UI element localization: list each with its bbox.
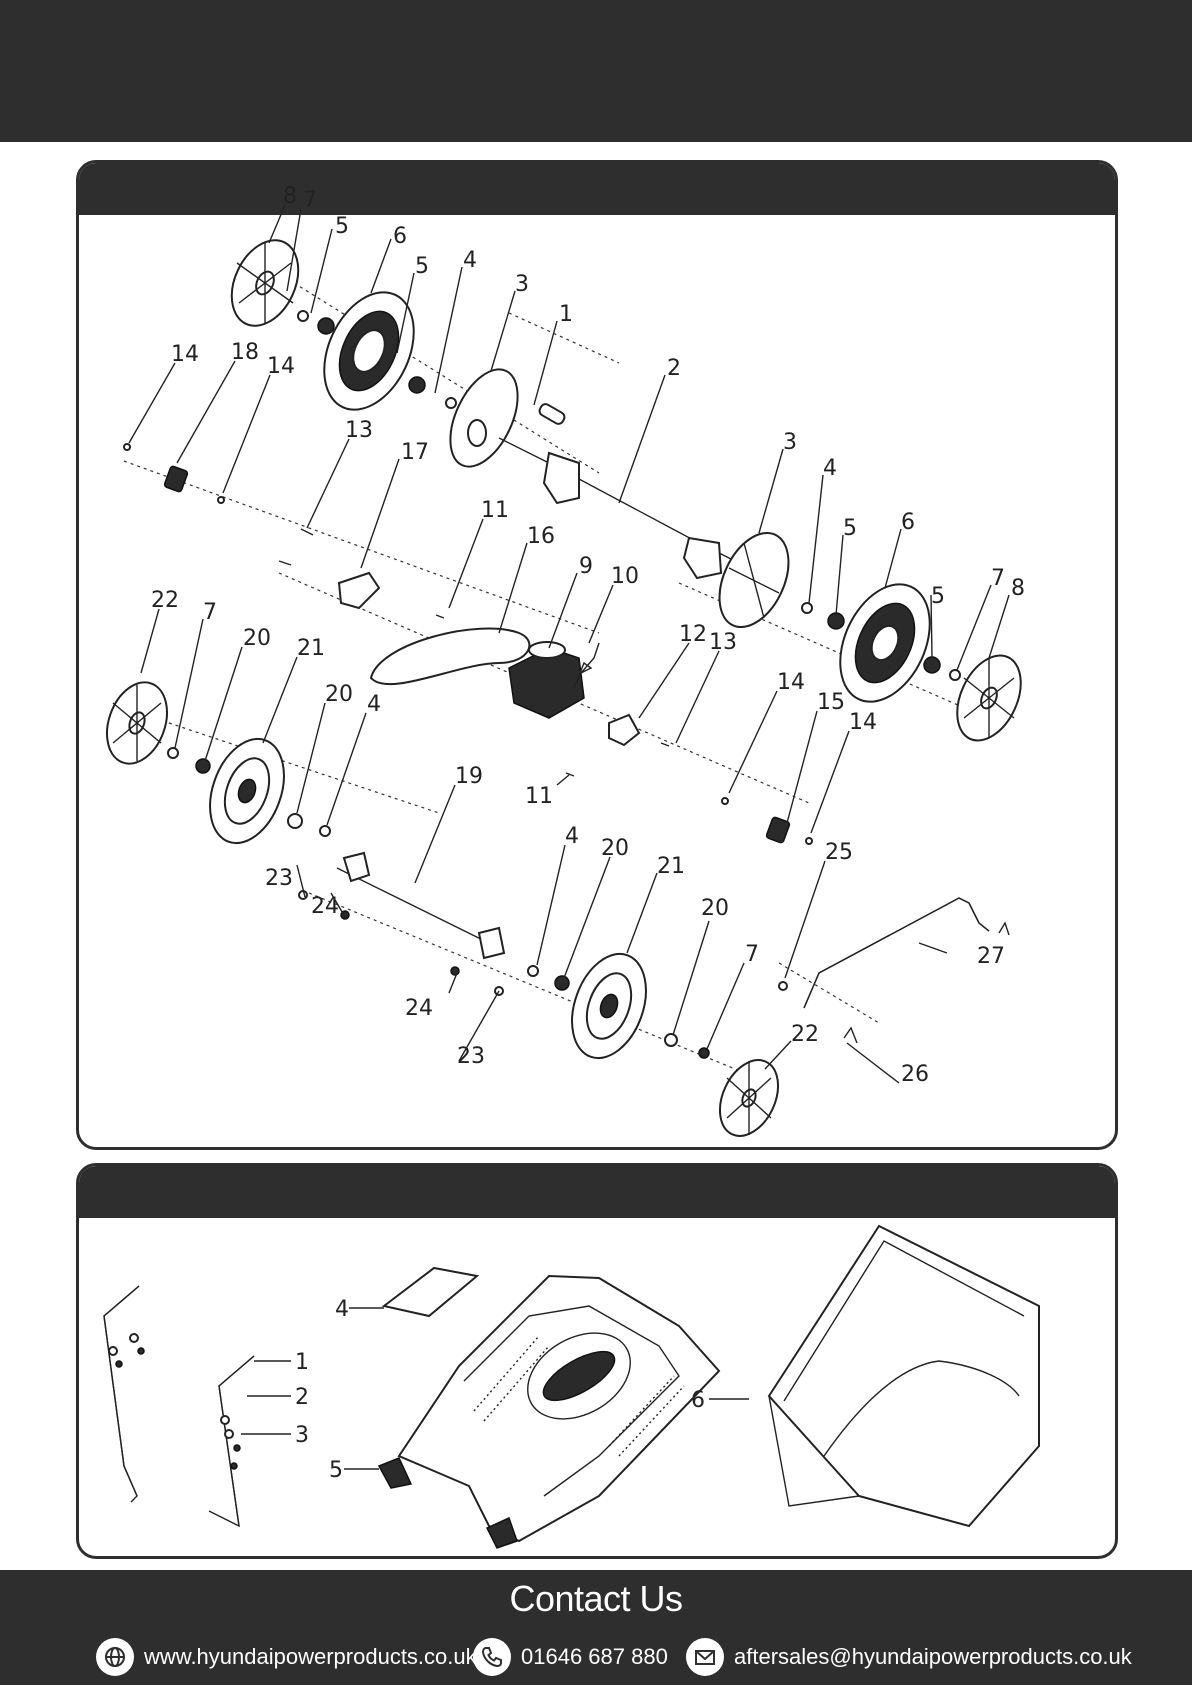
label-5a: 5: [335, 214, 349, 239]
label-b2: 2: [295, 1385, 309, 1410]
label-24b: 24: [405, 996, 433, 1021]
label-20a: 20: [243, 626, 271, 651]
wheel-21-left: [197, 729, 298, 854]
label-7b: 7: [991, 566, 1005, 591]
label-20c: 20: [601, 836, 629, 861]
label-1: 1: [559, 302, 573, 327]
bracket-12: [609, 715, 639, 745]
label-7d: 7: [745, 942, 759, 967]
contact-footer: Contact Us www.hyundaipowerproducts.co.u…: [0, 1570, 1192, 1685]
wheel-21-right: [559, 944, 660, 1069]
label-4d: 4: [565, 824, 579, 849]
phone-icon: [473, 1638, 511, 1676]
label-2: 2: [667, 356, 681, 381]
flap-4: [384, 1268, 477, 1316]
label-20d: 20: [701, 896, 729, 921]
label-22b: 22: [791, 1022, 819, 1047]
header-band: [0, 0, 1192, 142]
mower-deck: [379, 1276, 719, 1548]
label-16: 16: [527, 524, 555, 549]
label-11a: 11: [481, 498, 509, 523]
phone-number[interactable]: 01646 687 880: [521, 1644, 668, 1670]
phone-contact[interactable]: 01646 687 880: [473, 1638, 668, 1676]
label-23a: 23: [265, 866, 293, 891]
label-21b: 21: [657, 854, 685, 879]
label-b3: 3: [295, 1423, 309, 1448]
label-3b: 3: [783, 430, 797, 455]
label-26: 26: [901, 1062, 929, 1087]
pinion-15: [766, 817, 790, 844]
label-5c: 5: [843, 516, 857, 541]
hubcap-22-left: [96, 674, 177, 772]
label-6a: 6: [393, 224, 407, 249]
label-24a: 24: [311, 894, 339, 919]
label-14a: 14: [171, 342, 199, 367]
label-7a: 7: [303, 188, 317, 213]
label-3a: 3: [515, 272, 529, 297]
label-14d: 14: [849, 710, 877, 735]
contact-title: Contact Us: [0, 1578, 1192, 1620]
label-4a: 4: [463, 248, 477, 273]
label-13a: 13: [345, 418, 373, 443]
label-21a: 21: [297, 636, 325, 661]
label-6b: 6: [901, 510, 915, 535]
label-15: 15: [817, 690, 845, 715]
label-b1: 1: [295, 1350, 309, 1375]
label-9: 9: [579, 554, 593, 579]
hubcap-8-top: [219, 230, 311, 337]
label-b5: 5: [329, 1458, 343, 1483]
label-8a: 8: [283, 184, 297, 209]
body-assembly-diagram: 1 2 3 4 5 6: [79, 1166, 1115, 1556]
handle-bracket: [104, 1286, 254, 1526]
drive-belt-16: [371, 629, 529, 685]
label-22a: 22: [151, 588, 179, 613]
rear-axle-2: [499, 438, 739, 578]
label-4c: 4: [367, 692, 381, 717]
email-contact[interactable]: aftersales@hyundaipowerproducts.co.uk: [686, 1638, 1132, 1676]
body-assembly-panel: 1 2 3 4 5 6: [76, 1163, 1118, 1559]
grass-box: [769, 1226, 1039, 1526]
wheel-assembly-panel: 8 7 5 6 5 4 3 1 14 18 14 2 13 17 3 4 11 …: [76, 160, 1118, 1150]
label-13b: 13: [709, 630, 737, 655]
hubcap-22-right: [709, 1051, 790, 1145]
label-5d: 5: [931, 584, 945, 609]
wheel-6-top: [307, 278, 432, 424]
label-27: 27: [977, 944, 1005, 969]
gear-cover-3-right: [706, 522, 803, 638]
globe-icon: [96, 1638, 134, 1676]
label-8b: 8: [1011, 576, 1025, 601]
label-18: 18: [231, 340, 259, 365]
label-b4: 4: [335, 1297, 349, 1322]
bracket-17: [339, 573, 379, 608]
website-link[interactable]: www.hyundaipowerproducts.co.uk: [144, 1644, 477, 1670]
hubcap-8-right: [945, 645, 1034, 750]
label-23b: 23: [457, 1044, 485, 1069]
label-14c: 14: [777, 670, 805, 695]
gear-cover-3-top: [437, 359, 532, 477]
website-contact[interactable]: www.hyundaipowerproducts.co.uk: [96, 1638, 477, 1676]
email-icon: [686, 1638, 724, 1676]
label-12: 12: [679, 622, 707, 647]
label-7c: 7: [203, 600, 217, 625]
email-address[interactable]: aftersales@hyundaipowerproducts.co.uk: [734, 1644, 1132, 1670]
label-20b: 20: [325, 682, 353, 707]
label-4b: 4: [823, 456, 837, 481]
label-10: 10: [611, 564, 639, 589]
label-19: 19: [455, 764, 483, 789]
label-b6: 6: [691, 1388, 705, 1413]
wheel-assembly-diagram: 8 7 5 6 5 4 3 1 14 18 14 2 13 17 3 4 11 …: [79, 163, 1115, 1147]
label-17: 17: [401, 440, 429, 465]
label-14b: 14: [267, 354, 295, 379]
label-5b: 5: [415, 254, 429, 279]
label-25: 25: [825, 840, 853, 865]
height-lever-27: [804, 898, 989, 1008]
label-11b: 11: [525, 784, 553, 809]
